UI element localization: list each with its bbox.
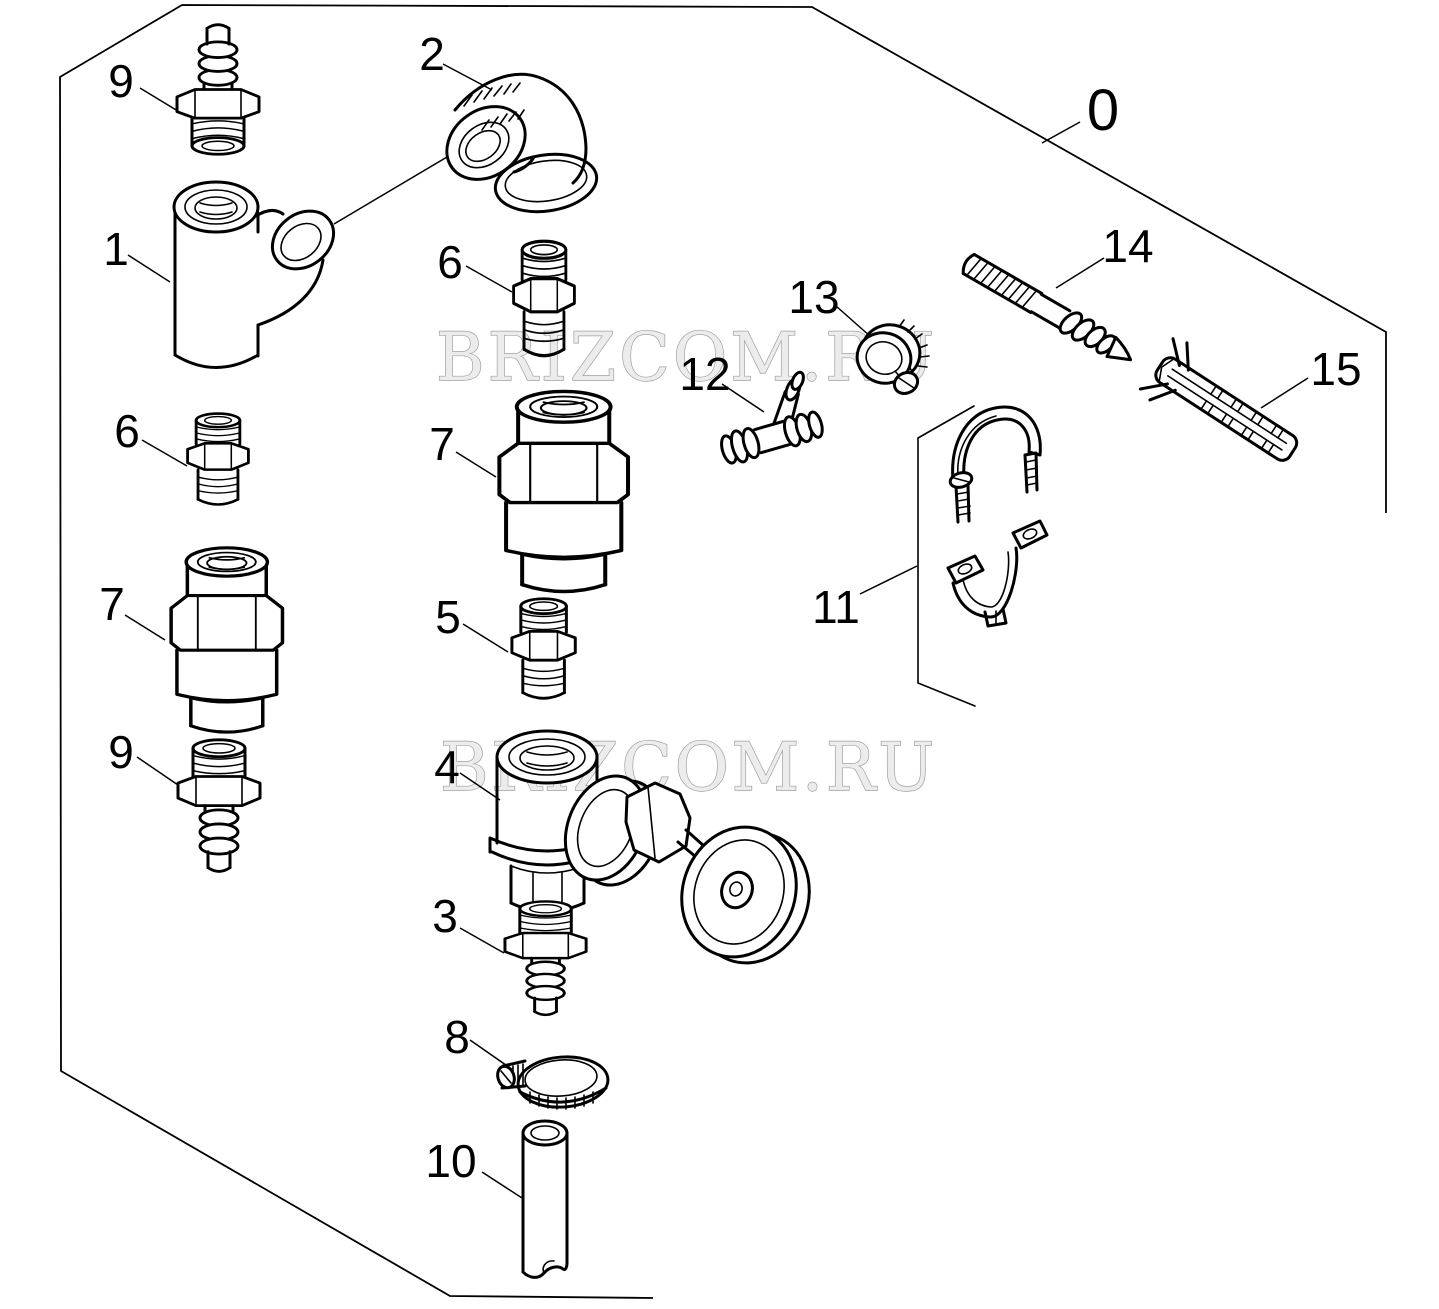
callout-11: 11 (812, 581, 860, 633)
callout-0: 0 (1087, 78, 1119, 143)
part-9-barb-adapter-top (175, 23, 261, 156)
callout-4: 4 (434, 741, 460, 793)
part-14-screw (961, 252, 1133, 362)
callout-8: 8 (444, 1011, 470, 1063)
callout-9b: 9 (108, 726, 134, 778)
callout-1: 1 (103, 223, 129, 275)
callout-7b-leader (124, 614, 166, 641)
part-8-hose-clamp (496, 1055, 610, 1110)
callout-3-leader (459, 927, 505, 954)
part-3-barb-fitting (503, 899, 588, 1017)
callout-2-leader (442, 63, 493, 91)
part-9-barb-adapter-left (176, 738, 262, 873)
part-4-valve-with-handwheel (488, 729, 811, 965)
leader-lines (124, 63, 1309, 1199)
part-5-nipple (510, 597, 577, 700)
callout-7a: 7 (429, 418, 455, 470)
callout-6a-leader (465, 265, 513, 293)
callout-15-leader (1260, 377, 1309, 409)
part-7-check-valve-left (169, 546, 285, 734)
callout-9a: 9 (108, 55, 134, 107)
part-1-tee-fitting (172, 180, 336, 369)
callout-14: 14 (1102, 220, 1153, 272)
part-11-pipe-clamp-set (917, 405, 1049, 707)
callout-4-leader (459, 772, 501, 801)
callout-3: 3 (432, 890, 458, 942)
part-10-hose (521, 1119, 569, 1279)
callout-13: 13 (788, 271, 839, 323)
callout-12-leader (721, 383, 765, 413)
callout-7b: 7 (99, 578, 125, 630)
kit-boundary-line (59, 4, 1387, 1299)
part-13-hose-clamp-small (855, 319, 930, 395)
part-2-elbow-fitting (445, 72, 599, 214)
callout-2: 2 (419, 28, 445, 80)
callout-10-leader (481, 1171, 523, 1199)
callout-9a-leader (139, 87, 187, 117)
callout-9b-leader (136, 756, 179, 786)
callout-6b: 6 (114, 405, 140, 457)
callout-6b-leader (141, 439, 188, 467)
callout-12: 12 (679, 348, 730, 400)
part-12-tee-hose-connector (720, 370, 824, 465)
callout-5: 5 (435, 591, 461, 643)
callout-8-leader (469, 1039, 514, 1071)
callout-10: 10 (425, 1135, 476, 1187)
callout-15: 15 (1310, 343, 1361, 395)
callout-13-leader (835, 305, 872, 338)
callout-6a: 6 (437, 236, 463, 288)
callout-11-leader (859, 565, 918, 595)
part-15-wall-anchor (1138, 337, 1299, 462)
callout-numbers: 0 9 1 2 6 7 5 4 3 8 10 6 7 9 12 13 14 15… (99, 28, 1361, 1187)
callout-1-leader (127, 254, 171, 283)
callout-14-leader (1055, 257, 1105, 289)
part-6-nipple-left (186, 412, 250, 506)
part-7-check-valve-center (499, 391, 628, 591)
callout-7a-leader (455, 451, 497, 478)
watermark-text-upper: BRIZCOM.RU (436, 319, 938, 396)
callout-5-leader (462, 623, 509, 653)
callout-0-leader (1041, 121, 1081, 144)
